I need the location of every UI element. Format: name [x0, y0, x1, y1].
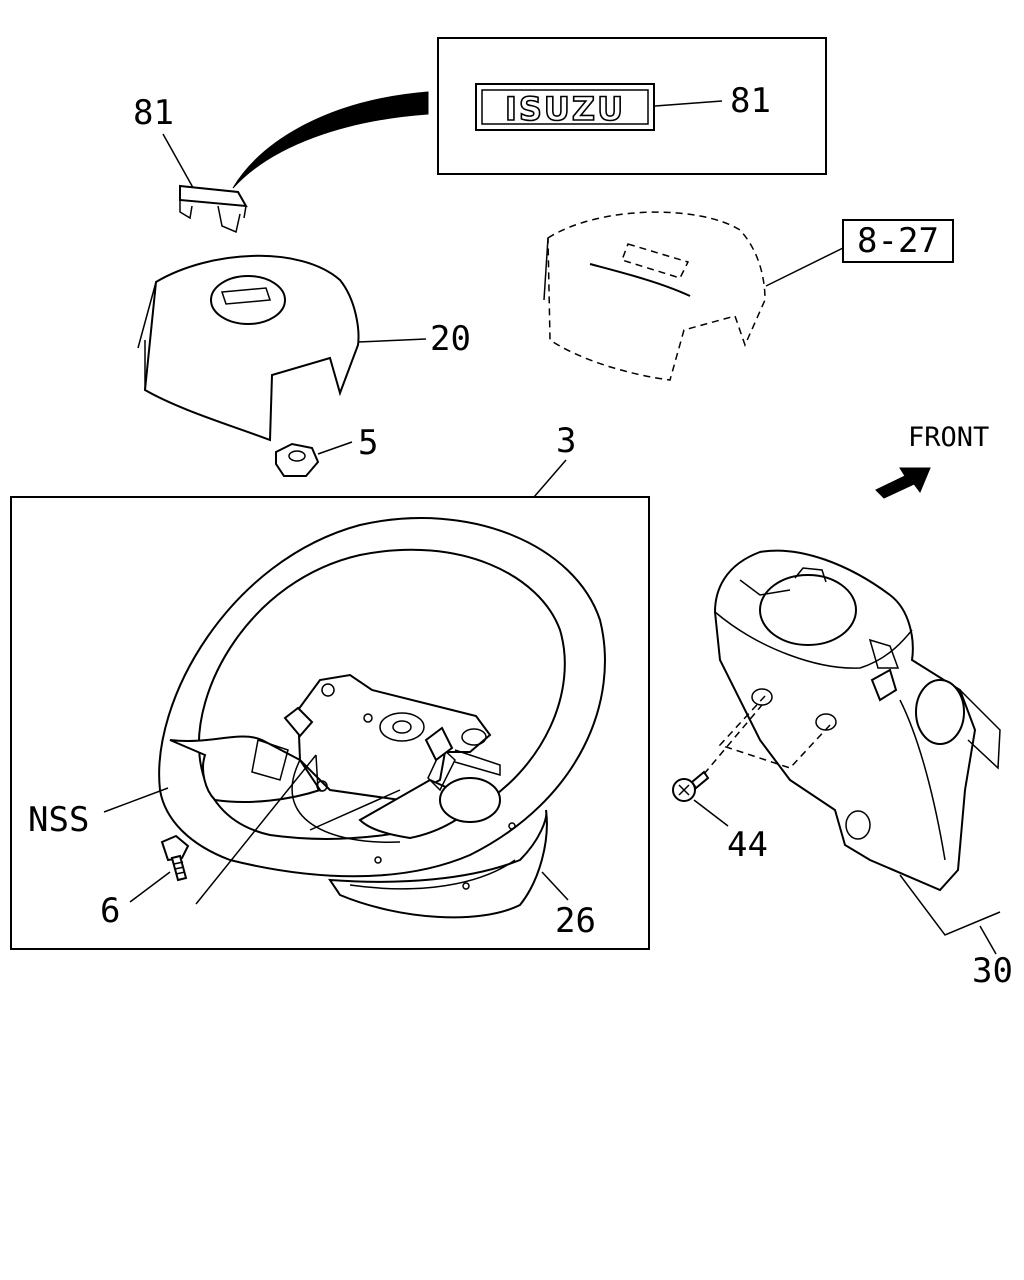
leader-cover: [357, 338, 427, 343]
label-cover: 20: [430, 319, 471, 359]
label-emblem-top: 81: [133, 93, 174, 133]
leader-emblem-top: [162, 133, 197, 194]
label-ref-box: 8-27: [857, 221, 939, 261]
horn-cover-emblem-recess: [210, 275, 286, 325]
isuzu-logo-frame: [475, 83, 655, 131]
column-cover: 30: [713, 549, 1013, 991]
emblem-inset: ISUZU 81: [437, 37, 827, 175]
column-cover-opening: [759, 574, 857, 646]
label-column-cover: 30: [972, 951, 1013, 991]
ref-box: 8-27: [765, 219, 954, 287]
front-indicator: FRONT: [875, 422, 989, 499]
horn-cover-body: [143, 254, 360, 442]
label-nut: 5: [358, 423, 378, 463]
horn-cover: 20: [137, 254, 471, 442]
leader-column-cover: [899, 874, 1001, 936]
bolt-part: [160, 834, 190, 882]
leader-screw: [693, 799, 729, 827]
label-lower-cover: 26: [555, 901, 596, 941]
screw-part: 44: [672, 704, 768, 865]
ref-box-frame: [842, 219, 954, 263]
label-screw: 44: [727, 825, 768, 865]
wheel-spoke-left: [169, 735, 322, 803]
emblem-part: 81: [133, 93, 248, 234]
isuzu-logo-text: ISUZU: [505, 90, 625, 128]
label-emblem-inset: 81: [730, 81, 771, 121]
leader-nss: [103, 787, 169, 813]
leader-wheel-assembly: [533, 459, 567, 498]
wheel-assembly-frame: [10, 496, 650, 950]
inset-frame: [437, 37, 827, 175]
label-bolt: 6: [100, 891, 120, 931]
leader-emblem-inset: [654, 100, 723, 107]
screw-guide-line: [703, 704, 763, 775]
lower-cover: [328, 809, 548, 919]
label-wheel-assembly: 3: [556, 421, 576, 461]
emblem-clip: [179, 184, 248, 208]
leader-column-cover-stem: [979, 925, 997, 955]
isuzu-logo-inner-frame: [481, 89, 649, 125]
column-cover-switch-hole: [915, 679, 965, 745]
bolt-guide-line: [195, 754, 319, 905]
leader-ref-box: [765, 247, 844, 287]
front-arrow-icon: [875, 467, 931, 499]
phantom-cover: [543, 211, 766, 381]
wheel-assembly: NSS 6 26: [10, 496, 650, 950]
label-nss: NSS: [28, 800, 89, 840]
leader-bolt: [129, 871, 171, 903]
leader-lower-cover: [541, 871, 569, 901]
inset-arrow: [232, 91, 429, 189]
nut-part: 5: [275, 423, 378, 477]
label-front: FRONT: [908, 422, 989, 453]
leader-nut: [317, 441, 353, 455]
